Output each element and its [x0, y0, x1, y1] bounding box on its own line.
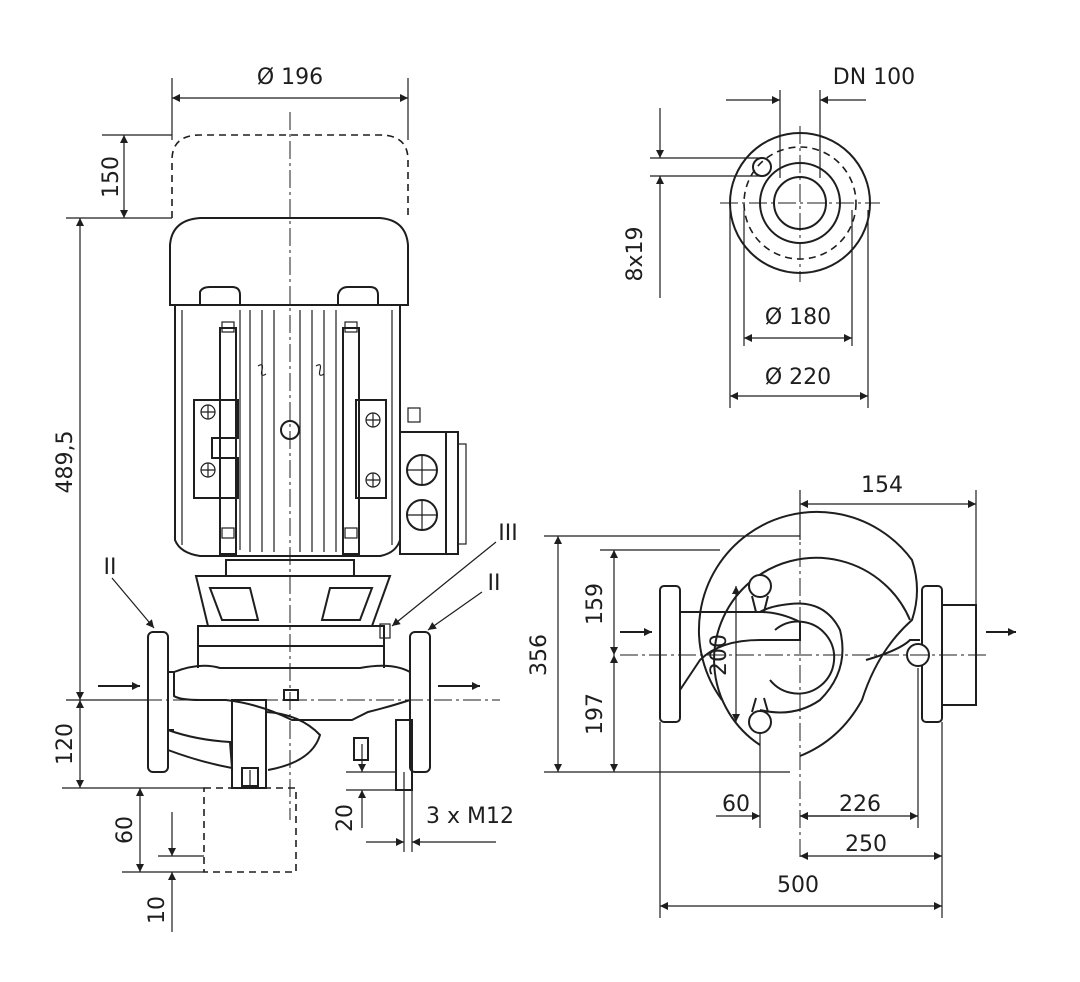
volute-inner: [759, 602, 844, 714]
pump-housing: [173, 664, 411, 721]
dim-flange-outer: Ø 220: [765, 365, 831, 390]
fin-break-right: [315, 364, 325, 376]
side-view: Ø 196 150 489,5 120 60 10 20 3 x M12: [53, 65, 518, 932]
dim-center-offset-a: 226: [839, 792, 881, 817]
dim-nominal-diameter: DN 100: [833, 65, 915, 90]
bracket-left: [193, 399, 239, 499]
dim-hole-offset: 60: [722, 792, 750, 817]
dim-bolt-holes: 8x19: [623, 226, 648, 281]
bracket-bolts: [200, 404, 381, 488]
lantern-window-right: [320, 587, 374, 621]
dim-width-total: 356: [527, 634, 552, 676]
dim-flange-to-flange: 500: [777, 873, 819, 898]
motor-cooling-fins: [181, 310, 393, 552]
label-vent-left: II: [104, 555, 117, 580]
dim-width-lower: 197: [583, 693, 608, 735]
motor-clearance-outline: [171, 134, 409, 218]
label-vent-right: II: [488, 571, 501, 596]
dim-foot-height: 20: [333, 804, 358, 832]
bracket-right: [355, 399, 387, 499]
terminal-box: [399, 386, 467, 555]
dim-motor-clearance: 150: [99, 156, 124, 198]
dim-hole-spacing: 200: [707, 634, 732, 676]
top-suction-flange: [659, 585, 681, 723]
dim-total-height: 489,5: [53, 431, 78, 494]
suction-flange: [147, 631, 169, 773]
lantern-window-left: [208, 587, 260, 621]
dim-depth-offset: 154: [861, 473, 903, 498]
dim-motor-diameter: Ø 196: [257, 65, 323, 90]
discharge-flange: [409, 631, 431, 773]
discharge-neck: [231, 699, 267, 789]
pump-foot-right: [353, 737, 369, 761]
top-view: 154 356 159 197 200 60 226 250 500: [527, 473, 1016, 918]
flange-view: DN 100 8x19 Ø 180 Ø 220: [623, 65, 915, 408]
housing-plate: [197, 625, 385, 647]
motor-fan-cover: [169, 217, 409, 306]
volute-outer: [698, 511, 918, 757]
fan-cover-lug-right: [337, 286, 379, 305]
fin-break-left: [257, 364, 267, 376]
dim-bolt-circle: Ø 180: [765, 305, 831, 330]
base-outline: [203, 787, 297, 873]
dim-bolts: 3 x M12: [426, 804, 514, 829]
volute-lower: [167, 729, 234, 770]
rail-right: [342, 327, 360, 555]
dim-width-upper: 159: [583, 583, 608, 625]
mounting-lugs: [748, 574, 930, 734]
fan-cover-lug-left: [199, 286, 241, 305]
dim-base-height: 60: [113, 816, 138, 844]
dim-flange-height: 120: [53, 723, 78, 765]
dim-center-offset-b: 250: [845, 832, 887, 857]
rail-left: [219, 327, 237, 555]
bolt-hole: [752, 157, 772, 177]
dim-base-offset: 10: [145, 896, 170, 924]
suction-inlet: [679, 611, 801, 691]
label-vent-top: III: [498, 521, 517, 546]
motor-body: [174, 305, 401, 557]
